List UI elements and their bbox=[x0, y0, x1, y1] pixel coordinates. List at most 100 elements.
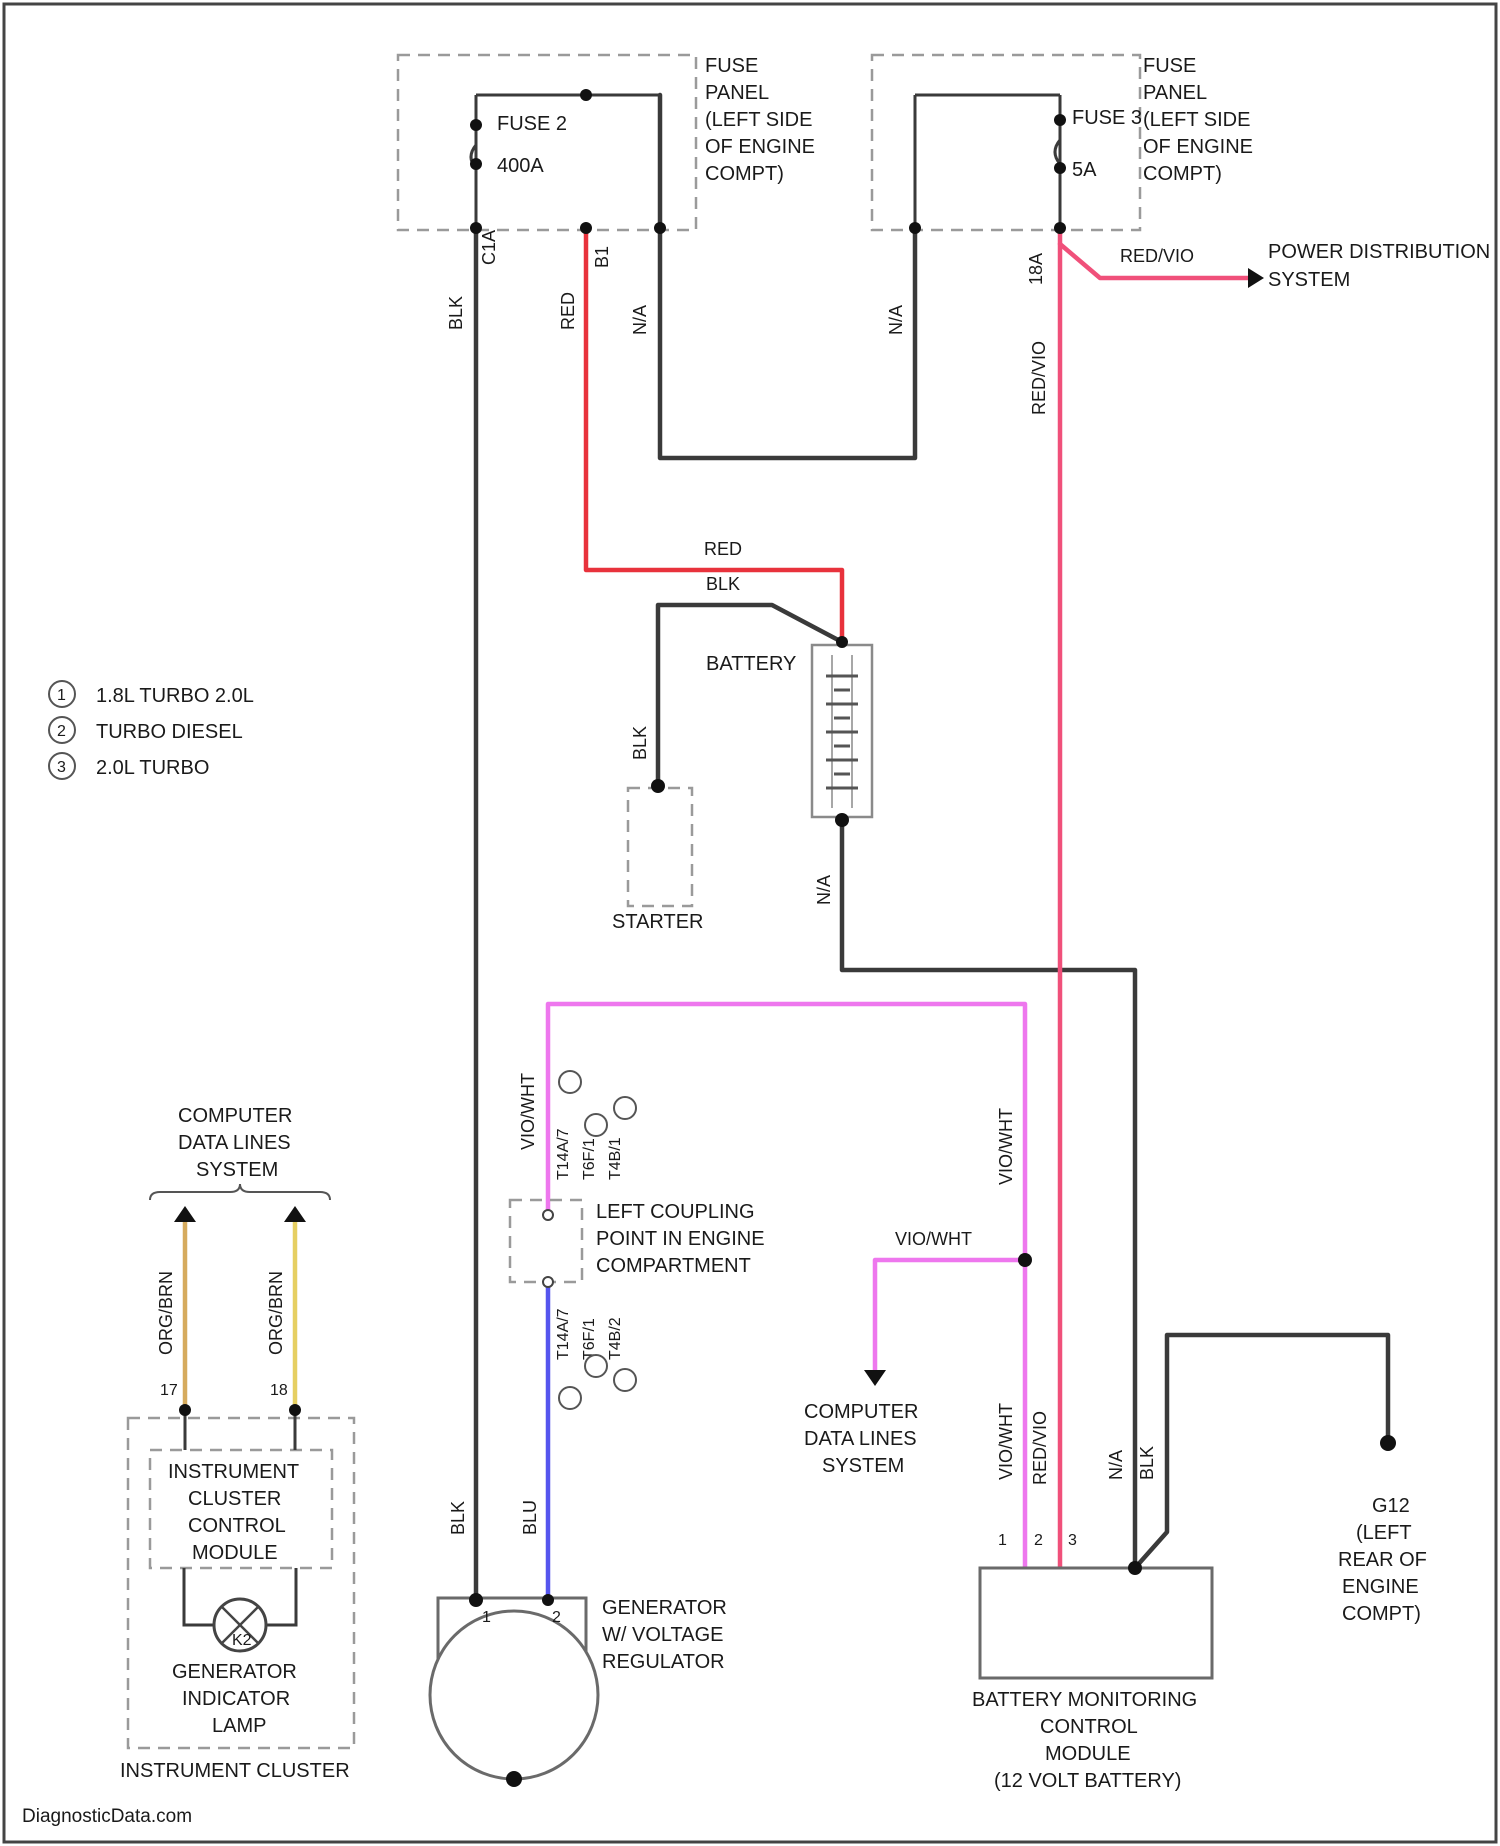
lamp-id: K2 bbox=[232, 1632, 252, 1649]
svg-text:DATA LINES: DATA LINES bbox=[178, 1132, 291, 1154]
svg-text:COMPUTER: COMPUTER bbox=[804, 1401, 918, 1423]
fuse-panel-2-fuse-rating: 5A bbox=[1072, 159, 1097, 181]
label-wire-na-2: N/A bbox=[886, 305, 906, 335]
label-wire-blk-3: BLK bbox=[630, 726, 650, 760]
label-wire-blk-5: BLK bbox=[448, 1501, 468, 1535]
svg-text:CLUSTER: CLUSTER bbox=[188, 1488, 281, 1510]
svg-text:1: 1 bbox=[57, 687, 66, 704]
svg-text:(12 VOLT BATTERY): (12 VOLT BATTERY) bbox=[994, 1770, 1181, 1792]
fuse-panel-1-pin-b1: B1 bbox=[592, 246, 612, 268]
svg-text:ENGINE: ENGINE bbox=[1342, 1576, 1419, 1598]
svg-text:T4B/1: T4B/1 bbox=[607, 1137, 624, 1180]
legend-item-3: 3 2.0L TURBO bbox=[49, 753, 209, 779]
bmcm-label: BATTERY MONITORING CONTROL MODULE (12 VO… bbox=[972, 1689, 1197, 1792]
svg-text:PANEL: PANEL bbox=[705, 82, 769, 104]
svg-text:OF ENGINE: OF ENGINE bbox=[1143, 136, 1253, 158]
svg-text:MODULE: MODULE bbox=[1045, 1743, 1131, 1765]
arrow-cdl-17 bbox=[174, 1206, 196, 1222]
svg-text:(LEFT SIDE: (LEFT SIDE bbox=[705, 109, 812, 131]
ground-g12: G12 (LEFT REAR OF ENGINE COMPT) bbox=[1338, 1495, 1427, 1625]
svg-text:W/ VOLTAGE: W/ VOLTAGE bbox=[602, 1624, 724, 1646]
svg-text:MODULE: MODULE bbox=[192, 1542, 278, 1564]
battery-label: BATTERY bbox=[706, 653, 796, 675]
ipc-module-label: INSTRUMENT CLUSTER CONTROL MODULE bbox=[168, 1461, 299, 1564]
fuse-panel-2-label: FUSE PANEL (LEFT SIDE OF ENGINE COMPT) bbox=[1143, 55, 1253, 185]
label-wire-viowht-1: VIO/WHT bbox=[518, 1073, 538, 1150]
svg-text:GENERATOR: GENERATOR bbox=[602, 1597, 727, 1619]
bmcm-pin-3: 3 bbox=[1068, 1532, 1077, 1549]
svg-text:2: 2 bbox=[57, 723, 66, 740]
fuse-panel-2-fuse-name: FUSE 3 bbox=[1072, 107, 1142, 129]
generator: 1 2 GENERATOR W/ VOLTAGE REGULATOR bbox=[430, 1597, 727, 1779]
fuse-panel-1-pin-c1a: C1A bbox=[479, 230, 499, 265]
fuse-panel-1: FUSE 2 400A C1A B1 FUSE PANEL (LEFT SIDE… bbox=[398, 55, 815, 268]
generator-indicator-lamp: K2 bbox=[214, 1599, 266, 1651]
svg-text:FUSE: FUSE bbox=[1143, 55, 1196, 77]
coupling-pins-top: T14A/7 T6F/1 T4B/1 bbox=[555, 1071, 636, 1180]
ipc-pin-17: 17 bbox=[160, 1382, 178, 1399]
svg-text:TURBO DIESEL: TURBO DIESEL bbox=[96, 721, 243, 743]
instrument-cluster: 17 18 INSTRUMENT CLUSTER CONTROL MODULE … bbox=[120, 1382, 354, 1782]
legend-item-1: 1 1.8L TURBO 2.0L bbox=[49, 681, 254, 707]
left-coupling-label: LEFT COUPLING POINT IN ENGINE COMPARTMEN… bbox=[596, 1201, 765, 1277]
svg-text:GENERATOR: GENERATOR bbox=[172, 1661, 297, 1683]
svg-text:T14A/7: T14A/7 bbox=[555, 1128, 572, 1180]
ipc-pin-18: 18 bbox=[270, 1382, 288, 1399]
generator-lamp-label: GENERATOR INDICATOR LAMP bbox=[172, 1661, 297, 1737]
svg-text:COMPT): COMPT) bbox=[705, 163, 784, 185]
label-wire-viowht-4: VIO/WHT bbox=[996, 1403, 1016, 1480]
svg-text:COMPUTER: COMPUTER bbox=[178, 1105, 292, 1127]
wire-viowht-loop bbox=[548, 1004, 1025, 1568]
label-wire-viowht-2: VIO/WHT bbox=[996, 1108, 1016, 1185]
label-wire-blk-1: BLK bbox=[446, 296, 466, 330]
label-wire-orgbrn-17: ORG/BRN bbox=[156, 1271, 176, 1355]
svg-text:T4B/2: T4B/2 bbox=[607, 1317, 624, 1360]
bmcm-pin-2: 2 bbox=[1034, 1532, 1043, 1549]
svg-text:REGULATOR: REGULATOR bbox=[602, 1651, 725, 1673]
label-wire-viowht-3: VIO/WHT bbox=[895, 1229, 972, 1249]
generator-pin-1: 1 bbox=[482, 1609, 491, 1626]
svg-text:PANEL: PANEL bbox=[1143, 82, 1207, 104]
svg-text:OF ENGINE: OF ENGINE bbox=[705, 136, 815, 158]
battery: BATTERY bbox=[706, 645, 872, 817]
label-wire-redvio-3: RED/VIO bbox=[1030, 1411, 1050, 1485]
starter-label: STARTER bbox=[612, 911, 704, 933]
svg-text:(LEFT: (LEFT bbox=[1356, 1522, 1412, 1544]
svg-text:T6F/1: T6F/1 bbox=[581, 1138, 598, 1180]
svg-text:SYSTEM: SYSTEM bbox=[1268, 269, 1350, 291]
label-wire-red-1: RED bbox=[558, 292, 578, 330]
svg-text:SYSTEM: SYSTEM bbox=[822, 1455, 904, 1477]
svg-text:REAR OF: REAR OF bbox=[1338, 1549, 1427, 1571]
label-wire-redvio-2: RED/VIO bbox=[1120, 246, 1194, 266]
svg-text:DATA LINES: DATA LINES bbox=[804, 1428, 917, 1450]
svg-text:T6F/1: T6F/1 bbox=[581, 1318, 598, 1360]
svg-text:FUSE: FUSE bbox=[705, 55, 758, 77]
label-wire-blk-2: BLK bbox=[706, 574, 740, 594]
generator-pin-2: 2 bbox=[552, 1609, 561, 1626]
svg-text:LEFT COUPLING: LEFT COUPLING bbox=[596, 1201, 755, 1223]
junction-nodes bbox=[179, 89, 1396, 1787]
label-wire-orgbrn-18: ORG/BRN bbox=[266, 1271, 286, 1355]
svg-text:1.8L TURBO 2.0L: 1.8L TURBO 2.0L bbox=[96, 685, 254, 707]
instrument-cluster-label: INSTRUMENT CLUSTER bbox=[120, 1760, 350, 1782]
arrow-computer-data-lines bbox=[864, 1370, 886, 1386]
coupling-pins-bottom: T14A/7 T6F/1 T4B/2 bbox=[555, 1308, 636, 1409]
svg-text:SYSTEM: SYSTEM bbox=[196, 1159, 278, 1181]
legend-item-2: 2 TURBO DIESEL bbox=[49, 717, 243, 743]
computer-data-lines-top: COMPUTER DATA LINES SYSTEM bbox=[150, 1105, 330, 1200]
battery-monitoring-control-module: 1 2 3 BATTERY MONITORING CONTROL MODULE … bbox=[972, 1532, 1212, 1792]
power-distribution-label: POWER DISTRIBUTION SYSTEM bbox=[1268, 241, 1490, 291]
svg-text:INDICATOR: INDICATOR bbox=[182, 1688, 290, 1710]
legend: 1 1.8L TURBO 2.0L 2 TURBO DIESEL 3 2.0L … bbox=[49, 681, 254, 779]
bmcm-pin-1: 1 bbox=[998, 1532, 1007, 1549]
svg-text:T14A/7: T14A/7 bbox=[555, 1308, 572, 1360]
starter: STARTER bbox=[612, 788, 704, 933]
svg-text:COMPT): COMPT) bbox=[1342, 1603, 1421, 1625]
wire-viowht-cdl bbox=[875, 1260, 1025, 1370]
label-wire-blu: BLU bbox=[520, 1500, 540, 1535]
svg-text:G12: G12 bbox=[1372, 1495, 1410, 1517]
svg-text:(LEFT SIDE: (LEFT SIDE bbox=[1143, 109, 1250, 131]
fuse-panel-1-fuse-name: FUSE 2 bbox=[497, 113, 567, 135]
label-wire-na-3: N/A bbox=[814, 875, 834, 905]
